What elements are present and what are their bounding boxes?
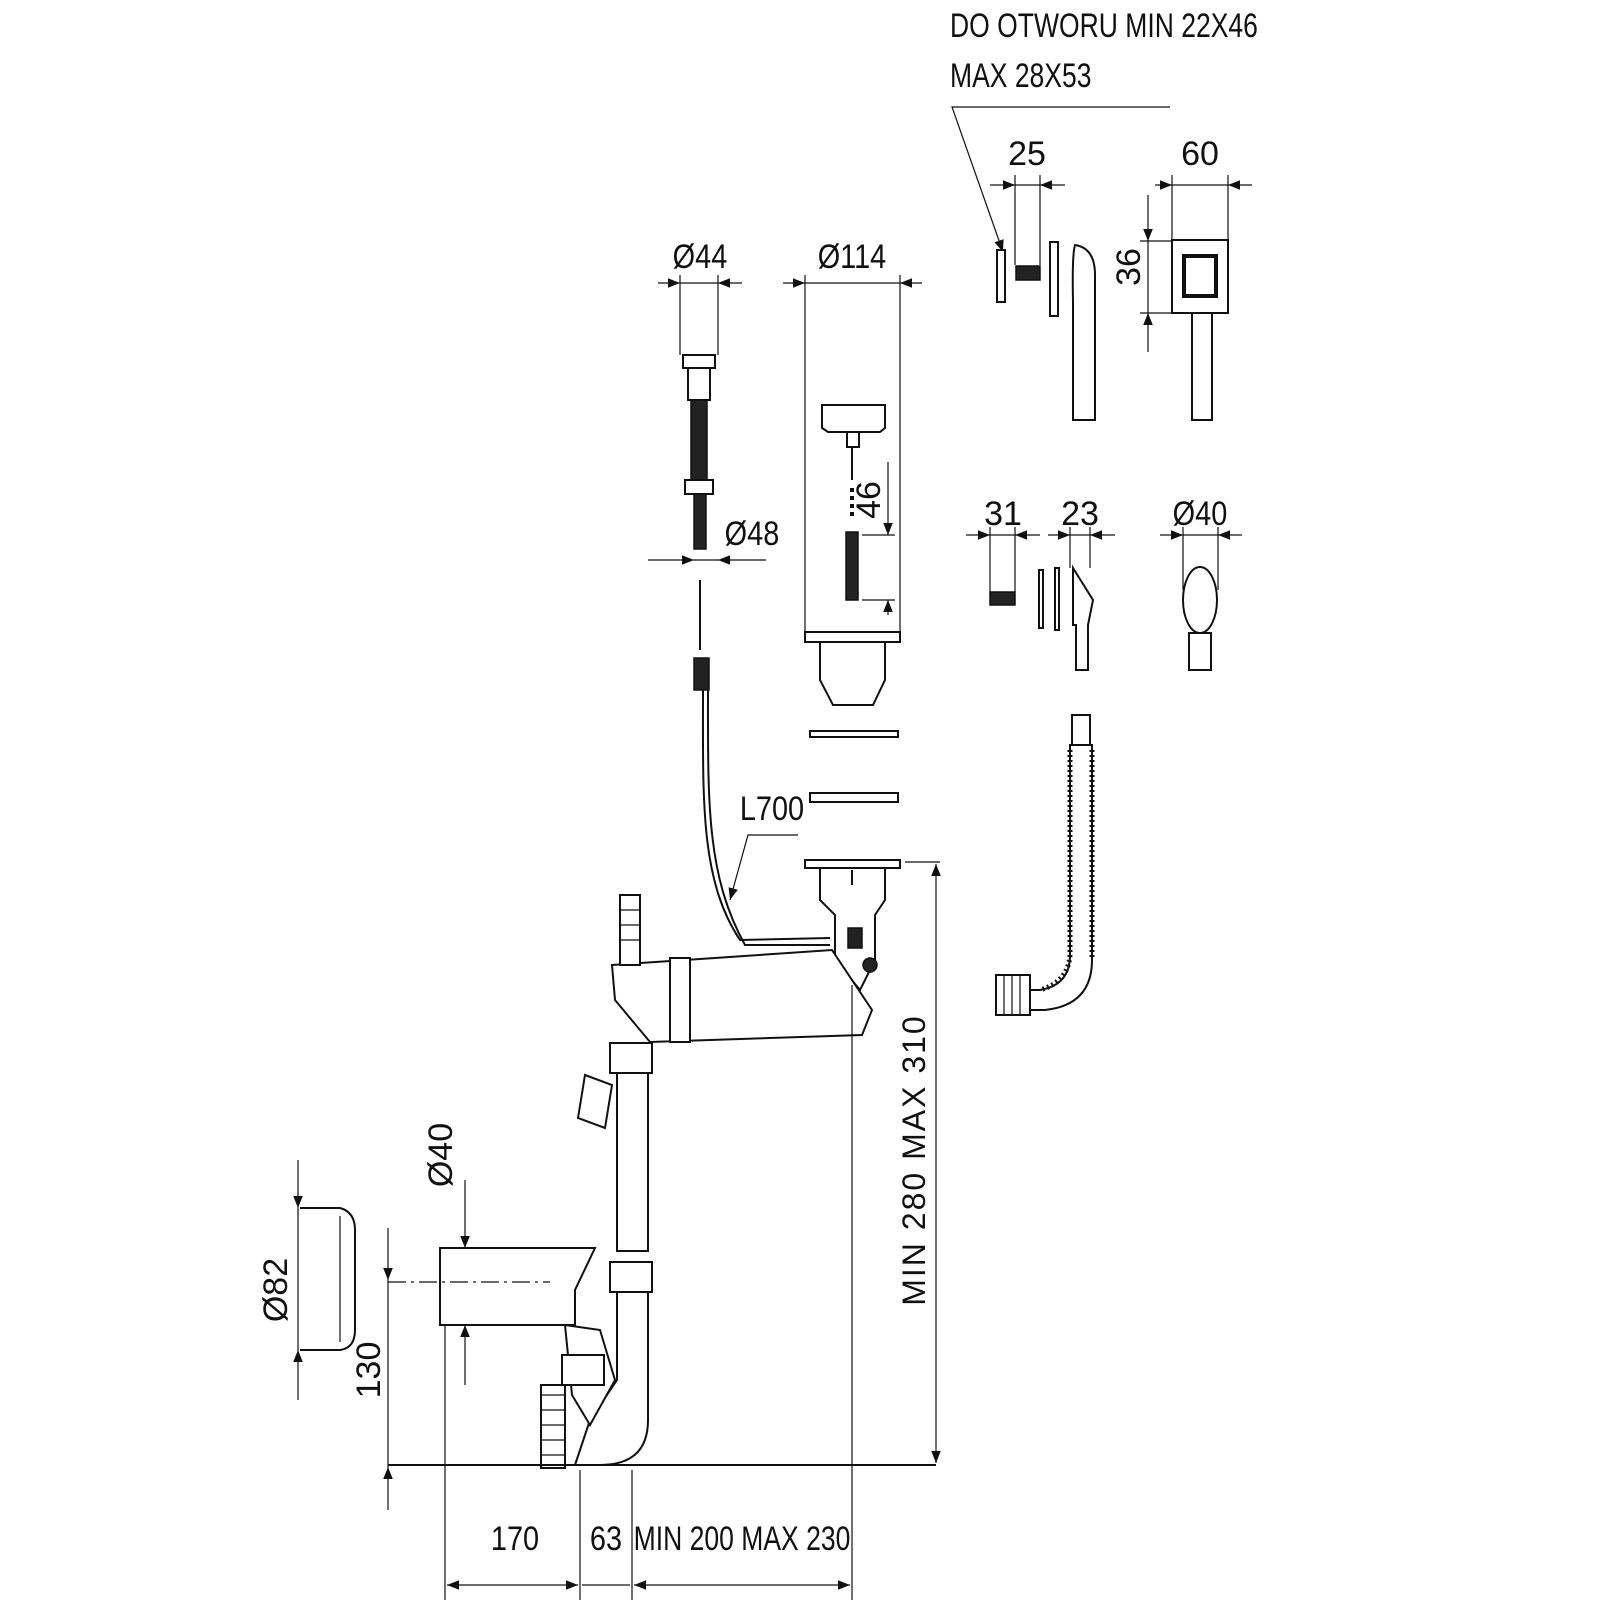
dim-46: 46	[850, 481, 888, 519]
overflow-round-group: 31 23 Ø40	[966, 494, 1242, 671]
popup-knob-group: Ø44 Ø48 L700	[648, 237, 831, 946]
dim-63: 63	[590, 1519, 622, 1558]
dim-31: 31	[984, 495, 1022, 533]
dim-d40-inlet: Ø40	[422, 1123, 460, 1187]
dim-d82: Ø82	[257, 1258, 295, 1322]
dim-25: 25	[1008, 135, 1046, 173]
dim-170: 170	[491, 1519, 539, 1558]
dim-d44: Ø44	[673, 237, 728, 276]
strainer-basket-group: Ø114 46	[783, 237, 922, 803]
dim-130: 130	[350, 1342, 388, 1399]
corrugated-overflow-hose	[995, 714, 1095, 1016]
siphon-assembly	[439, 859, 901, 1469]
dim-width-range: MIN 200 MAX 230	[634, 1520, 851, 1558]
dim-d48: Ø48	[725, 514, 780, 553]
dim-d114: Ø114	[818, 237, 887, 276]
dim-height-range: MIN 280 MAX 310	[896, 1014, 932, 1305]
dim-60: 60	[1181, 135, 1219, 173]
overflow-hole-note: DO OTWORU MIN 22X46 MAX 28X53	[950, 7, 1258, 253]
note-line-2: MAX 28X53	[950, 57, 1092, 95]
note-line-1: DO OTWORU MIN 22X46	[950, 7, 1258, 45]
installation-dimensions: MIN 280 MAX 310 Ø40 130 Ø82 170 63 MIN 2…	[257, 861, 941, 1600]
dim-23: 23	[1061, 495, 1099, 533]
dim-d40-round: Ø40	[1173, 494, 1228, 533]
dim-36: 36	[1110, 248, 1148, 286]
overflow-rectangular-group: 25 60 36	[990, 135, 1252, 421]
dim-l700: L700	[740, 789, 804, 828]
